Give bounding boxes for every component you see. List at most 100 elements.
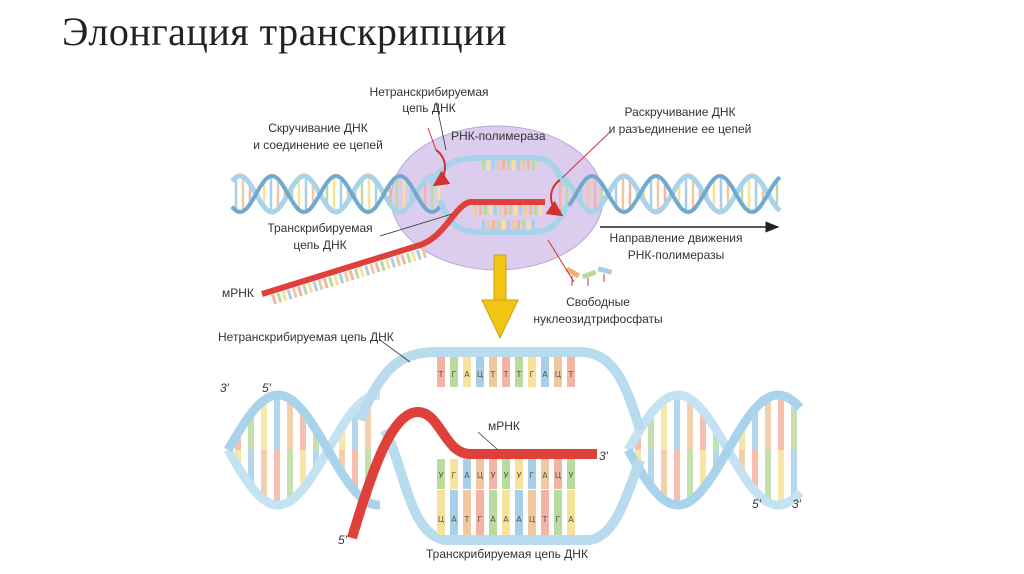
end-5-left: 5′ (262, 381, 272, 395)
mrna-base-letter: У (569, 471, 574, 480)
lower-base-letter: Г (478, 515, 483, 524)
top-bubble-upper-strand (427, 155, 568, 187)
top-mrna-base (504, 205, 507, 215)
top-bubble-base (492, 220, 495, 230)
top-bubble-base (517, 160, 520, 170)
top-mrna-base (529, 205, 532, 215)
top-mrna-base (390, 257, 396, 268)
lower-base-letter: Ц (529, 515, 535, 524)
end-3-left: 3′ (220, 381, 230, 395)
helix-base (248, 413, 254, 450)
top-mrna-base (395, 255, 402, 267)
helix-base (352, 408, 358, 450)
top-mrna-base (312, 281, 319, 292)
top-bubble-base (512, 220, 515, 230)
bottom-dna-helix (224, 390, 804, 510)
upper-base-letter: А (542, 370, 548, 379)
mrna-base (567, 459, 575, 489)
unwinding-label-line1: Раскручивание ДНК (624, 105, 735, 119)
top-helix-strand (555, 173, 782, 215)
top-bubble-base (482, 160, 485, 170)
top-mrna-base (484, 205, 487, 215)
bottom-helix-strand (624, 390, 804, 510)
helix-base (339, 426, 345, 450)
free-ntp-icons (565, 266, 613, 286)
mrna-base-letter: Ц (477, 471, 483, 480)
helix-base (765, 397, 771, 450)
helix-base (687, 450, 693, 502)
helix-base (300, 411, 306, 450)
mrna-base-letter: У (439, 471, 444, 480)
ntp-label-line2: нуклеозидтрифосфаты (533, 312, 662, 326)
lower-base-letter: А (503, 515, 509, 524)
rewinding-label-line2: и соединение ее цепей (253, 138, 383, 152)
mrna-base-letter: У (504, 471, 509, 480)
upper-base-letter: Т (568, 370, 574, 379)
upper-base-letter: Т (516, 370, 522, 379)
top-helix-strand (230, 173, 442, 215)
bottom-helix-strand (224, 390, 381, 510)
top-mrna-base (317, 279, 324, 291)
top-bubble-base (512, 160, 515, 170)
top-mrna-base (415, 249, 422, 260)
top-mrna-base (348, 270, 355, 281)
top-bubble-base (527, 220, 530, 230)
helix-base (739, 426, 745, 450)
top-bubble-base (522, 220, 525, 230)
helix-base (778, 395, 784, 450)
page-title: Элонгация транскрипции (62, 9, 507, 54)
top-bubble-base (492, 160, 495, 170)
lower-base (554, 490, 562, 535)
lower-base-letter: А (568, 515, 574, 524)
top-template-label-line1: Транскрибируемая (267, 221, 372, 235)
top-bubble-base (507, 160, 510, 170)
top-bubble-base (502, 160, 505, 170)
mrna-base (502, 459, 510, 489)
upper-base (437, 357, 445, 387)
helix-base (713, 429, 719, 450)
helix-base (648, 413, 654, 450)
lower-base (515, 490, 523, 535)
lower-base (502, 490, 510, 535)
direction-label-line1: Направление движения (610, 231, 743, 245)
lower-base-letter: Т (542, 515, 548, 524)
upper-base-letter: Г (530, 370, 535, 379)
helix-base (261, 450, 267, 500)
top-mrna-base (384, 259, 391, 270)
upper-base (541, 357, 549, 387)
bottom-mrna-strand (347, 406, 597, 540)
top-bubble-base (522, 160, 525, 170)
upper-base (476, 357, 484, 387)
helix-base (700, 450, 706, 489)
helix-base (791, 401, 797, 450)
lower-base (450, 490, 458, 535)
helix-base (778, 450, 784, 505)
top-mrna-base (479, 205, 482, 215)
upper-base (450, 357, 458, 387)
top-helix-strand (554, 173, 782, 215)
upper-base-letter: Ц (555, 370, 561, 379)
helix-base (648, 450, 654, 487)
mrna-base (528, 459, 536, 489)
rewinding-label-line1: Скручивание ДНК (268, 121, 367, 135)
mrna-base (489, 459, 497, 489)
helix-base (313, 429, 319, 450)
top-mrna-base (333, 274, 340, 286)
top-mrna-base (539, 205, 542, 215)
helix-base (765, 450, 771, 503)
top-mrna-base (369, 263, 376, 275)
top-bubble-base (487, 160, 490, 170)
bottom-mrna-label: мРНК (488, 419, 520, 433)
mrna-base (541, 459, 549, 489)
top-bubble-base (532, 160, 535, 170)
top-helix-strand (230, 173, 442, 215)
top-bubble-base (527, 160, 530, 170)
polymerase-label: РНК-полимераза (451, 129, 546, 143)
helix-base (713, 450, 719, 471)
upper-base (554, 357, 562, 387)
transition-arrow-icon (481, 254, 519, 340)
top-mrna-base (379, 260, 386, 272)
top-nontemplate-label-line1: Нетранскрибируемая (369, 85, 488, 99)
upper-base-letter: Т (490, 370, 496, 379)
